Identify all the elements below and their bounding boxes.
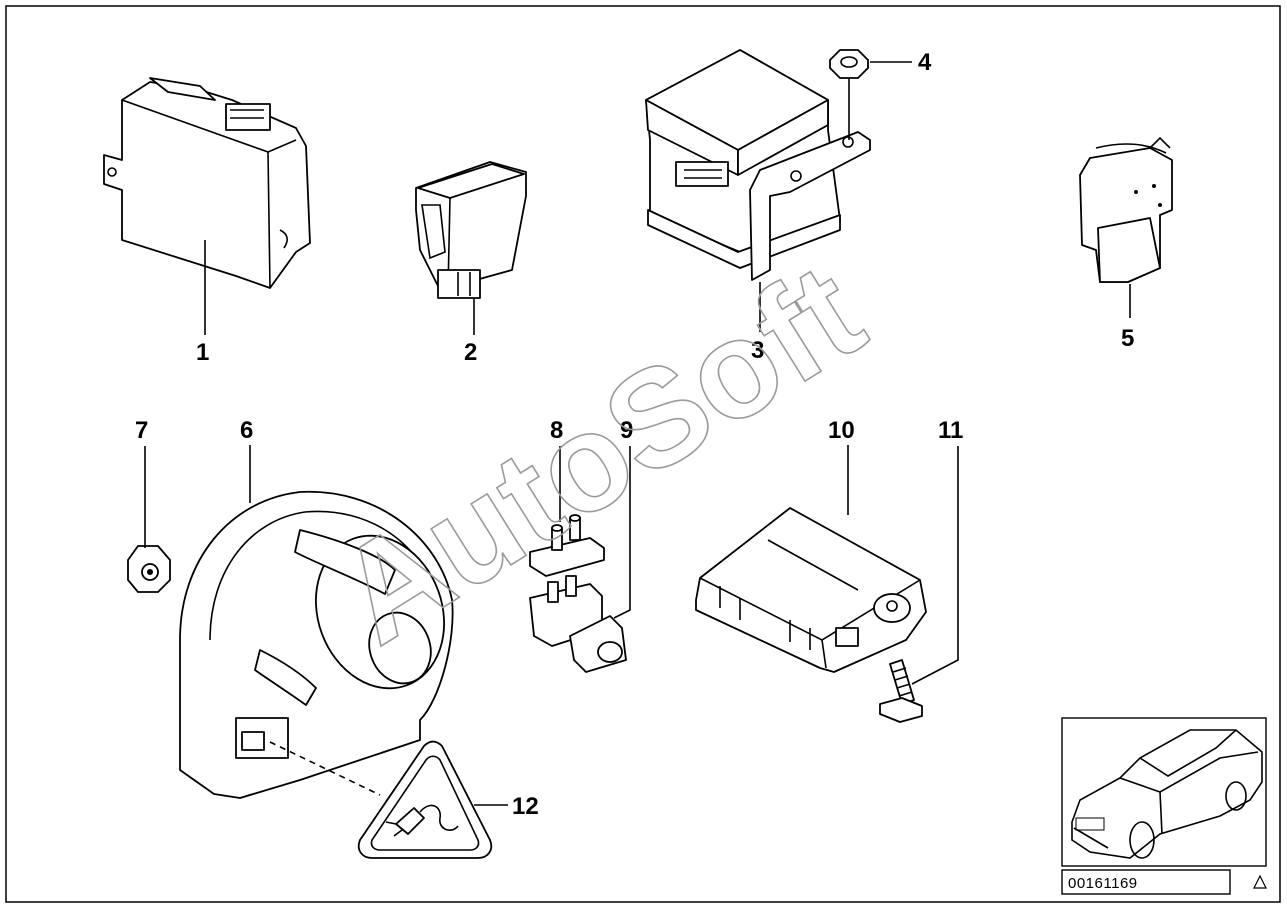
plug-icon bbox=[395, 807, 425, 835]
diagram-code: 00161169 bbox=[1068, 875, 1138, 892]
callout-8: 8 bbox=[550, 417, 563, 444]
part-11-bolt[interactable] bbox=[879, 659, 923, 723]
part-2-switch[interactable] bbox=[415, 161, 527, 299]
part-7-grommet[interactable] bbox=[127, 545, 171, 593]
callout-1: 1 bbox=[196, 339, 209, 366]
callout-11: 11 bbox=[938, 417, 963, 444]
part-9-sensor[interactable] bbox=[529, 575, 627, 673]
diagram-code-box bbox=[1061, 869, 1231, 895]
callout-5: 5 bbox=[1121, 325, 1134, 352]
part-4-hex-nut[interactable] bbox=[829, 49, 869, 79]
part-8-terminal[interactable] bbox=[529, 514, 605, 577]
part-12-warning-label[interactable] bbox=[357, 740, 493, 859]
part-3-relay[interactable] bbox=[645, 49, 871, 281]
callout-2: 2 bbox=[464, 339, 477, 366]
callout-7: 7 bbox=[135, 417, 148, 444]
part-5-connector[interactable] bbox=[1079, 136, 1173, 283]
callout-10: 10 bbox=[828, 417, 855, 444]
car-thumbnail bbox=[1061, 717, 1267, 867]
callout-4: 4 bbox=[918, 49, 932, 76]
callout-6: 6 bbox=[240, 417, 253, 444]
part-6-siren[interactable] bbox=[179, 491, 465, 799]
car-sedan-icon bbox=[1071, 729, 1263, 859]
callout-9: 9 bbox=[620, 417, 633, 444]
warning-triangle-icon bbox=[1253, 874, 1267, 889]
callout-12: 12 bbox=[512, 793, 539, 820]
part-10-control-module[interactable] bbox=[695, 507, 927, 673]
part-1-control-unit[interactable] bbox=[103, 77, 311, 289]
diagram-border bbox=[5, 5, 1281, 903]
callout-3: 3 bbox=[751, 337, 764, 364]
